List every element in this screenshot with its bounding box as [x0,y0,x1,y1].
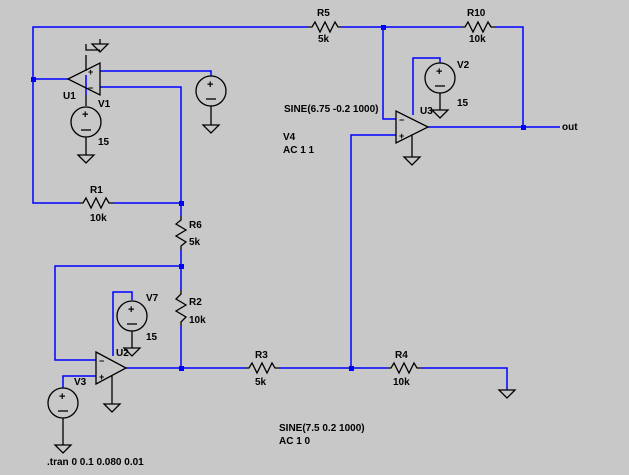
svg-text:+: + [88,67,93,77]
svg-text:+: + [399,131,404,141]
svg-text:−: − [88,83,93,93]
svg-text:+: + [82,109,88,121]
voltage-source-v7[interactable]: + [116,300,148,348]
label-tran: .tran 0 0.1 0.080 0.01 [47,457,144,468]
label-v4-ac: AC 1 1 [283,145,315,156]
junction-dot [179,366,184,371]
label-r4: R4 [395,350,408,361]
label-r10-value: 10k [469,34,486,45]
ground-icon [122,347,142,357]
junctions [31,25,526,371]
label-r3: R3 [255,350,268,361]
label-v4-source: SINE(6.75 -0.2 1000) [284,104,379,115]
opamp-u1[interactable]: + − [66,44,101,97]
junction-dot [179,264,184,269]
opamp-u2[interactable]: − + [95,350,128,404]
label-r4-value: 10k [393,377,410,388]
svg-text:−: − [99,356,104,366]
junction-dot [179,201,184,206]
label-u2: U2 [116,348,129,359]
ground-icon [497,389,517,399]
label-v3-ac: AC 1 0 [279,436,311,447]
junction-dot [31,77,36,82]
wires [32,26,560,390]
junction-dot [381,25,386,30]
ground-symbols [53,39,517,454]
resistor-r1[interactable] [79,196,113,210]
voltage-source-v1[interactable]: + [70,95,102,155]
ground-icon [201,124,221,134]
svg-text:+: + [436,66,442,78]
resistor-r3[interactable] [245,361,279,375]
ground-icon [430,109,450,119]
voltage-source-v2[interactable]: + [424,62,456,110]
opamp-u3[interactable]: − + [395,109,430,157]
junction-dot [521,125,526,130]
ground-icon [402,156,422,166]
label-r1-value: 10k [90,213,107,224]
svg-text:−: − [399,115,404,125]
svg-text:+: + [207,79,213,91]
ground-icon [53,444,73,454]
label-r5-value: 5k [318,34,330,45]
label-u1: U1 [63,91,76,102]
resistor-r2[interactable] [174,290,188,326]
svg-text:+: + [128,304,134,316]
ground-icon [76,154,96,164]
voltage-source-v3[interactable]: + [47,387,79,445]
svg-text:+: + [99,372,104,382]
label-r2-value: 10k [189,315,206,326]
label-r6: R6 [189,220,202,231]
label-v7-value: 15 [146,332,158,343]
label-v3: V3 [74,377,87,388]
label-v2: V2 [457,60,470,71]
label-v3-source: SINE(7.5 0.2 1000) [279,423,365,434]
resistor-r6[interactable] [174,216,188,250]
resistor-r5[interactable] [308,20,342,34]
label-v1-value: 15 [98,137,110,148]
label-r10: R10 [467,8,486,19]
label-u3: U3 [420,106,433,117]
resistor-r10[interactable] [461,20,495,34]
label-r5: R5 [317,8,330,19]
resistor-r4[interactable] [387,361,421,375]
label-v7: V7 [146,293,159,304]
label-r1: R1 [90,185,103,196]
label-r2: R2 [189,297,202,308]
svg-text:+: + [59,391,65,403]
ground-icon [90,43,110,53]
junction-dot [349,366,354,371]
label-v1: V1 [98,99,111,110]
label-v4: V4 [283,132,296,143]
label-r3-value: 5k [255,377,267,388]
label-r6-value: 5k [189,237,201,248]
label-v2-value: 15 [457,98,469,109]
label-out: out [562,122,578,133]
ground-icon [102,403,122,413]
voltage-source-u1-input[interactable]: + [195,75,227,125]
